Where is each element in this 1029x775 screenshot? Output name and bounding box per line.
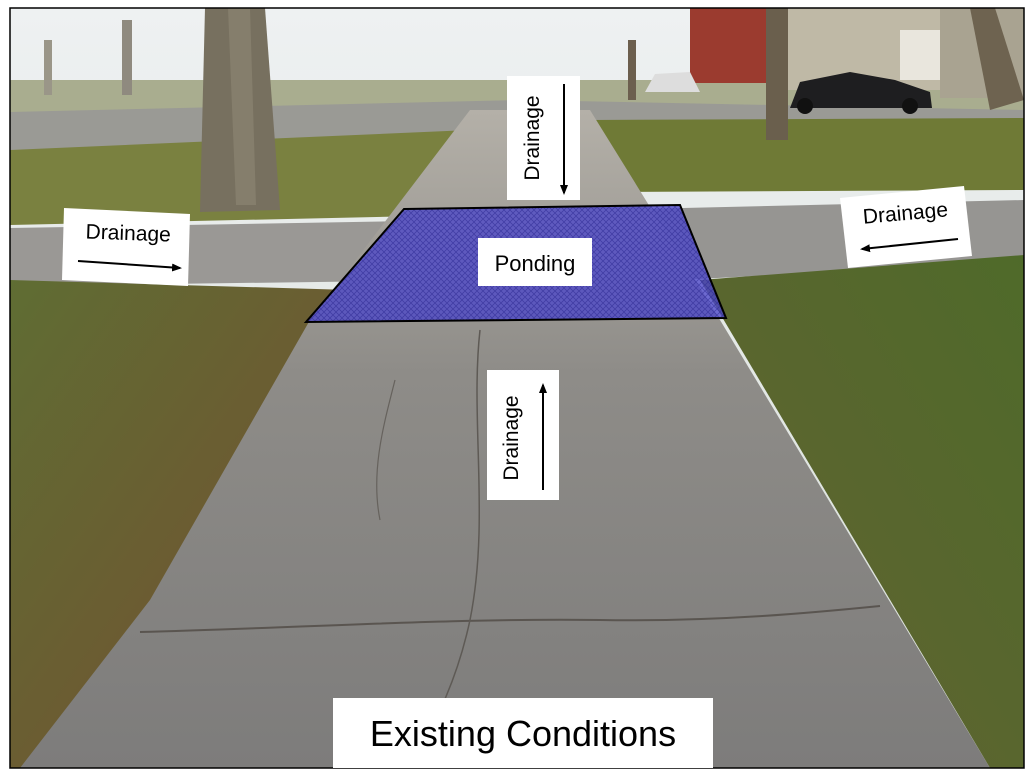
caption-box: Existing Conditions bbox=[333, 698, 713, 768]
drainage-left-text: Drainage bbox=[85, 221, 171, 247]
drainage-label-top: Drainage bbox=[507, 76, 580, 200]
caption-text: Existing Conditions bbox=[370, 713, 676, 754]
arrow-left-icon bbox=[860, 238, 959, 253]
drainage-label-left: Drainage bbox=[62, 208, 190, 286]
drainage-label-right: Drainage bbox=[840, 186, 972, 268]
drainage-bottom-text: Drainage bbox=[500, 395, 523, 480]
ponding-label-text: Ponding bbox=[495, 251, 576, 276]
arrow-right-icon bbox=[77, 260, 182, 272]
drainage-label-bottom: Drainage bbox=[487, 370, 559, 500]
drainage-top-text: Drainage bbox=[521, 95, 544, 180]
ponding-label: Ponding bbox=[478, 238, 592, 286]
